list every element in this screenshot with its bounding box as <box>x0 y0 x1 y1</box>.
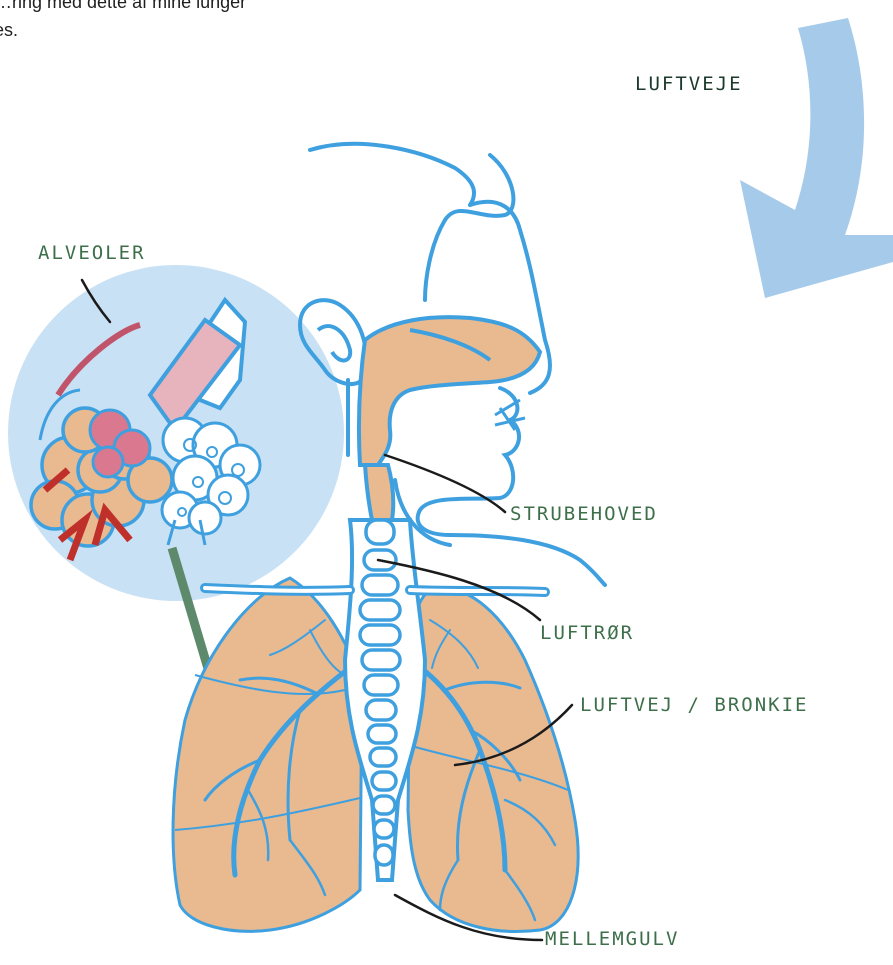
label-trachea: LUFTRØR <box>540 622 634 644</box>
label-alveoli: ALVEOLER <box>38 242 146 264</box>
label-larynx: STRUBEHOVED <box>510 503 658 525</box>
label-airways: LUFTVEJE <box>635 73 743 95</box>
label-diaphragm: MELLEMGULV <box>545 928 679 950</box>
larynx-shape <box>365 465 393 520</box>
curved-arrow-icon <box>740 18 893 298</box>
label-bronchus: LUFTVEJ / BRONKIE <box>580 694 808 716</box>
nasal-cavity <box>359 317 540 465</box>
